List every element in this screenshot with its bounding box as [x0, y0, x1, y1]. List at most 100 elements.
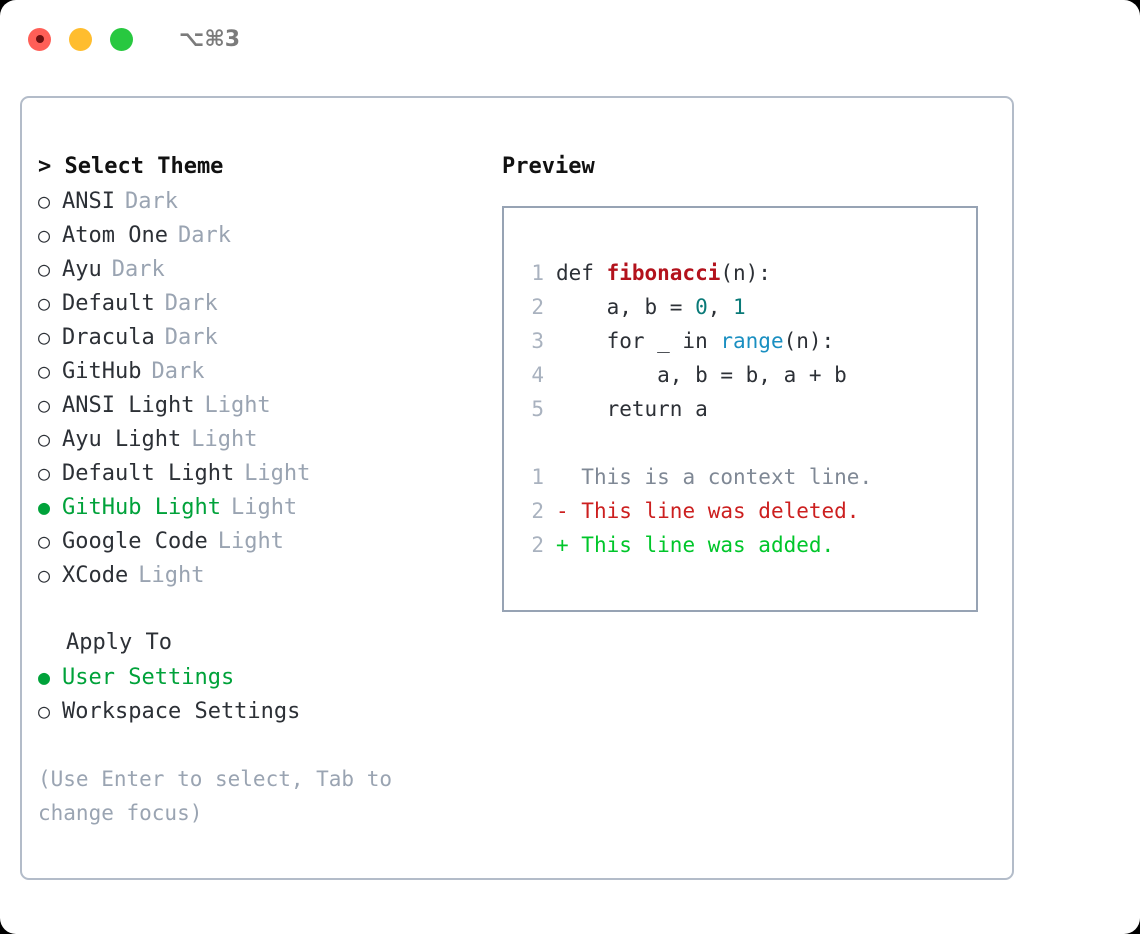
- diff-marker: +: [556, 533, 582, 557]
- code-line: 2 a, b = 0, 1: [518, 290, 976, 324]
- code-token: 1: [733, 295, 746, 319]
- theme-option-kind: Light: [244, 461, 311, 486]
- code-line: 5 return a: [518, 392, 976, 426]
- theme-option-atom-one[interactable]: ○ Atom One Dark: [38, 218, 502, 252]
- line-number: 3: [531, 329, 544, 353]
- diff-text: This is a context line.: [581, 465, 873, 489]
- code-token: fibonacci: [606, 261, 721, 285]
- title-bar: ⌥⌘3: [0, 0, 1140, 78]
- radio-empty-icon: ○: [38, 359, 51, 383]
- radio-selected-icon: ●: [38, 665, 51, 689]
- radio-empty-icon: ○: [38, 427, 51, 451]
- theme-option-label: Default Light: [62, 461, 235, 486]
- radio-empty-icon: ○: [38, 699, 51, 723]
- radio-empty-icon: ○: [38, 223, 51, 247]
- radio-empty-icon: ○: [38, 257, 51, 281]
- code-token: (n):: [783, 329, 835, 353]
- line-number: 2: [531, 499, 544, 523]
- minimize-icon[interactable]: [69, 27, 92, 51]
- radio-empty-icon: ○: [38, 393, 51, 417]
- theme-option-kind: Dark: [124, 189, 178, 214]
- code-token: for _ in: [556, 329, 721, 353]
- theme-option-kind: Light: [217, 529, 284, 554]
- theme-option-label: XCode: [62, 563, 129, 588]
- code-line: 4 a, b = b, a + b: [518, 358, 976, 392]
- line-number: 5: [531, 397, 544, 421]
- code-line: 3 for _ in range(n):: [518, 324, 976, 358]
- theme-option-default-light[interactable]: ○ Default Light Light: [38, 456, 502, 490]
- preview-label: Preview: [502, 154, 595, 179]
- maximize-icon[interactable]: [110, 27, 133, 51]
- diff-line: 2 + This line was added.: [518, 528, 976, 562]
- radio-empty-icon: ○: [38, 461, 51, 485]
- diff-marker: [556, 460, 581, 494]
- theme-option-label: GitHub: [62, 359, 142, 384]
- theme-option-label: Ayu Light: [62, 427, 182, 452]
- window-title: ⌥⌘3: [179, 26, 241, 52]
- traffic-lights: [28, 27, 133, 51]
- code-token: range: [720, 329, 784, 353]
- code-token: ,: [707, 295, 734, 319]
- theme-option-label: ANSI Light: [62, 393, 195, 418]
- diff-line: 2- This line was deleted.: [518, 494, 976, 528]
- apply-to-option-user-settings[interactable]: ● User Settings: [38, 660, 502, 694]
- theme-option-kind: Dark: [177, 223, 231, 248]
- line-number: 1: [531, 261, 544, 285]
- line-number: 2: [531, 295, 544, 319]
- line-number: 2: [531, 533, 544, 557]
- radio-empty-icon: ○: [38, 325, 51, 349]
- theme-option-ansi-light[interactable]: ○ ANSI Light Light: [38, 388, 502, 422]
- close-icon[interactable]: [28, 27, 51, 51]
- theme-option-github[interactable]: ○ GitHub Dark: [38, 354, 502, 388]
- theme-option-kind: Dark: [164, 291, 218, 316]
- theme-option-kind: Dark: [111, 257, 165, 282]
- apply-to-option-workspace-settings[interactable]: ○ Workspace Settings: [38, 694, 502, 728]
- apply-to-option-label: User Settings: [62, 665, 235, 690]
- apply-to-option-label: Workspace Settings: [62, 699, 301, 724]
- theme-option-label: Atom One: [62, 223, 168, 248]
- code-diff-gap: [518, 426, 976, 460]
- theme-option-label: Dracula: [62, 325, 155, 350]
- diff-text: This line was added.: [581, 533, 835, 557]
- select-theme-header: > Select Theme: [38, 154, 224, 179]
- code-token: return a: [556, 397, 708, 421]
- list-spacer: [38, 592, 502, 626]
- apply-to-header: Apply To: [66, 630, 172, 655]
- theme-option-dracula[interactable]: ○ Dracula Dark: [38, 320, 502, 354]
- line-number: 1: [531, 465, 544, 489]
- diff-line: 1 This is a context line.: [518, 460, 976, 494]
- theme-option-label: Google Code: [62, 529, 208, 554]
- code-token: 0: [695, 295, 708, 319]
- theme-option-label: Default: [62, 291, 155, 316]
- keyboard-hint: (Use Enter to select, Tab to change focu…: [38, 767, 405, 825]
- apply-to-list: ● User Settings ○ Workspace Settings: [38, 660, 502, 728]
- code-token: a, b =: [556, 295, 696, 319]
- line-number: 4: [531, 363, 544, 387]
- code-token: def: [556, 261, 607, 285]
- theme-option-ayu-light[interactable]: ○ Ayu Light Light: [38, 422, 502, 456]
- theme-option-google-code[interactable]: ○ Google Code Light: [38, 524, 502, 558]
- code-line: 1 def fibonacci(n):: [518, 256, 976, 290]
- theme-option-default[interactable]: ○ Default Dark: [38, 286, 502, 320]
- theme-option-ansi[interactable]: ○ ANSI Dark: [38, 184, 502, 218]
- theme-option-label: ANSI: [62, 189, 115, 214]
- theme-option-kind: Light: [204, 393, 271, 418]
- code-token: (n):: [720, 261, 771, 285]
- radio-empty-icon: ○: [38, 291, 51, 315]
- diff-sample: 1 This is a context line.2- This line wa…: [518, 460, 976, 562]
- theme-option-kind: Light: [191, 427, 258, 452]
- theme-option-label: Ayu: [62, 257, 102, 282]
- theme-option-ayu[interactable]: ○ Ayu Dark: [38, 252, 502, 286]
- theme-option-kind: Dark: [151, 359, 205, 384]
- theme-option-kind: Dark: [164, 325, 218, 350]
- radio-empty-icon: ○: [38, 529, 51, 553]
- theme-option-kind: Light: [230, 495, 298, 520]
- radio-empty-icon: ○: [38, 189, 51, 213]
